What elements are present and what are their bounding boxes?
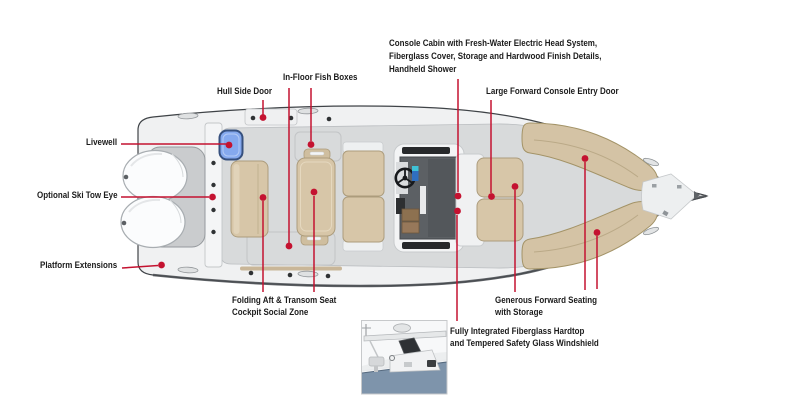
transom-rigging-dots [211, 160, 216, 235]
engine-tip [121, 220, 127, 226]
bow-seating [521, 122, 658, 270]
anchor-locker [641, 173, 698, 220]
callout-label-generous-forward-seating: Generous Forward Seating with Storage [495, 295, 597, 318]
callout-label-large-forward-console-entry-door: Large Forward Console Entry Door [486, 86, 619, 97]
deck-fitting [652, 184, 657, 188]
teak-step-1 [401, 208, 420, 222]
bow-cleat-port [643, 157, 659, 167]
helm-display-glow [412, 166, 419, 171]
engine-tip [123, 174, 129, 180]
callout-label-livewell: Livewell [86, 137, 118, 148]
inset-radar-dome [393, 323, 411, 333]
bow-seat-starboard [521, 201, 658, 270]
outboard-engine-top [122, 149, 188, 203]
callout-label-folding-aft-transom-seat: Folding Aft & Transom Seat Cockpit Socia… [232, 295, 337, 318]
hull-side-door-seam [244, 108, 298, 126]
callout-dots [158, 114, 601, 269]
bow-deck-hardware [641, 157, 700, 236]
deck-fitting [662, 210, 669, 217]
inset-wheel [389, 355, 395, 361]
callout-label-optional-ski-tow-eye: Optional Ski Tow Eye [37, 190, 118, 201]
leader-platform-extensions [121, 264, 159, 269]
cockpit-toe-rail [240, 266, 342, 271]
helm-display [412, 166, 419, 181]
cleat [297, 270, 319, 278]
outboard-engine-bottom [120, 195, 186, 249]
callout-label-console-cabin: Console Cabin with Fresh-Water Electric … [389, 38, 602, 75]
inset-seat [368, 356, 385, 367]
bow-cleat-starboard [643, 226, 659, 236]
callout-label-in-floor-fish-boxes: In-Floor Fish Boxes [283, 72, 358, 83]
console-trim [420, 186, 426, 214]
deck-fitting [677, 185, 682, 189]
callout-label-platform-extensions: Platform Extensions [40, 260, 118, 271]
cleat [177, 266, 199, 274]
teak-step-2 [401, 221, 420, 234]
callout-label-hull-side-door: Hull Side Door [217, 86, 272, 97]
hardtop-strip-top [402, 147, 450, 154]
hardtop-strip-bottom [402, 242, 450, 249]
steering-wheel [394, 167, 416, 189]
bow-light [694, 191, 700, 199]
switch-panel [396, 198, 405, 214]
back-to-back-seat [296, 141, 385, 252]
callout-label-fiberglass-hardtop: Fully Integrated Fiberglass Hardtop and … [450, 326, 599, 349]
deck-drink-holders [248, 115, 332, 279]
cleat [297, 107, 319, 115]
bow-seat-port [521, 122, 658, 191]
center-console [393, 143, 465, 253]
gunwale-hardware [177, 107, 332, 279]
console-hatch [428, 159, 456, 237]
callout-leaders [121, 79, 598, 321]
forward-console-seat [455, 153, 524, 247]
aft-bench-seat [230, 160, 269, 238]
floor-hatch-aft [246, 231, 336, 266]
inset-hardtop [363, 330, 447, 342]
inset-hardtop-photo [361, 320, 448, 395]
cleat [177, 112, 199, 120]
